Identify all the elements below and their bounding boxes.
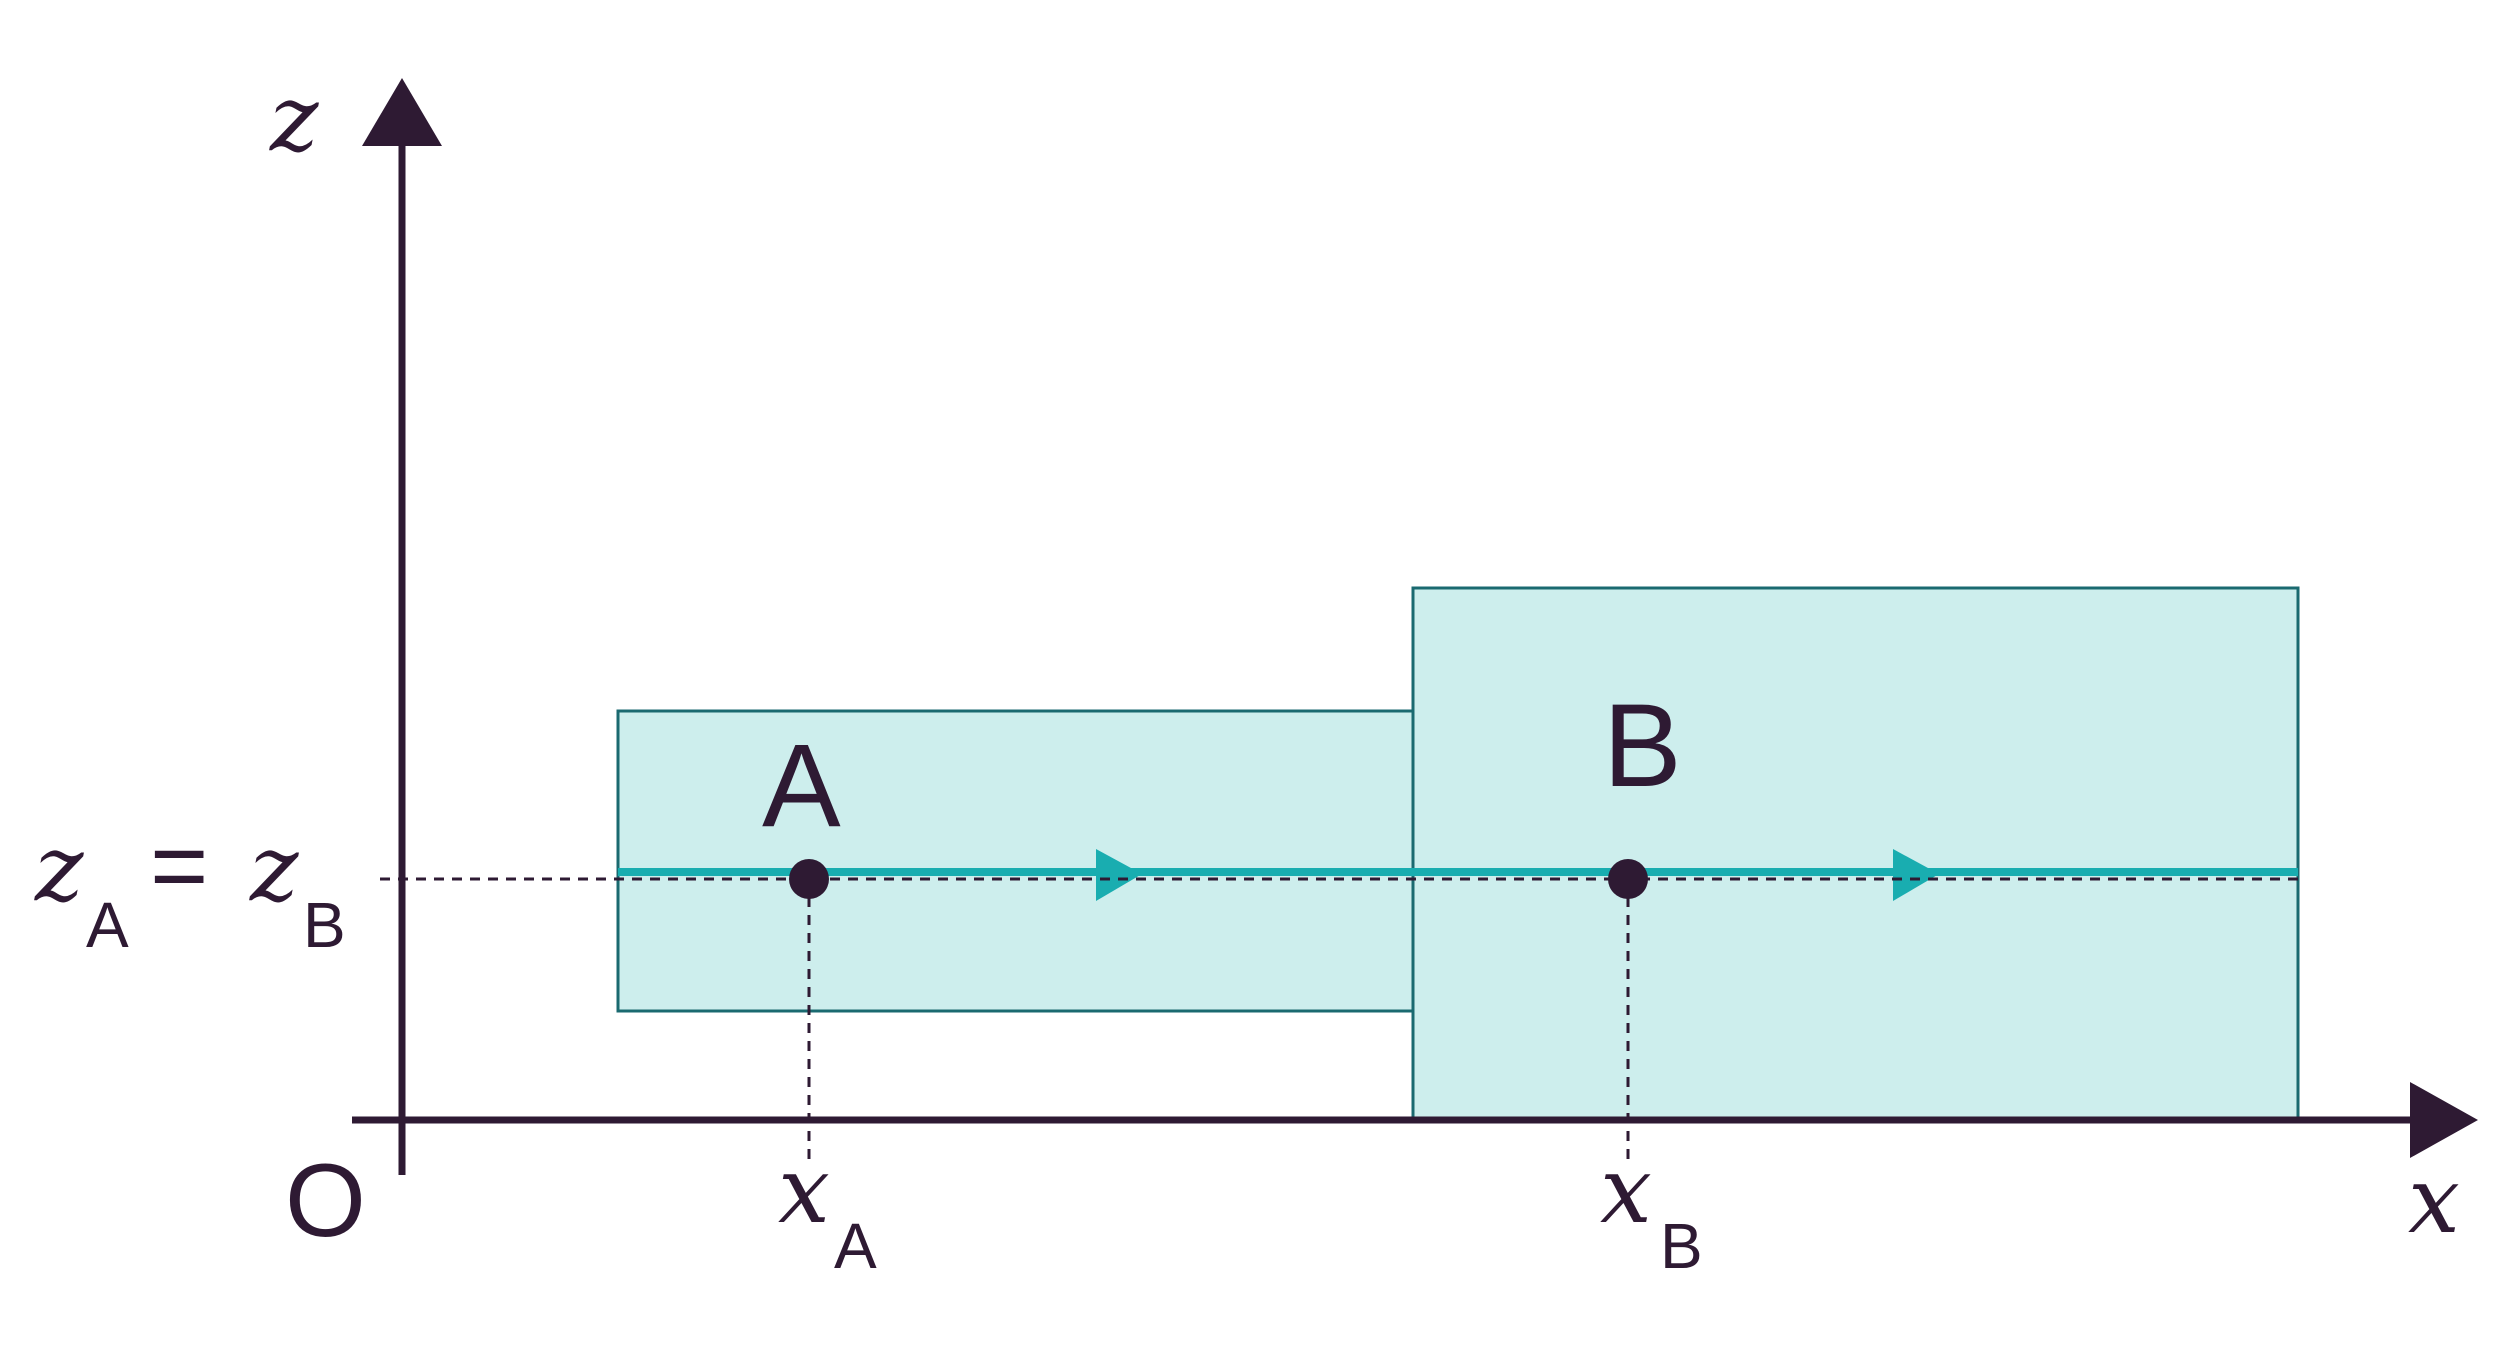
xb-var: x: [1600, 1137, 1652, 1244]
point-b-label: B: [1603, 680, 1682, 812]
xa-label: x A: [778, 1137, 877, 1282]
box-b: [1411, 586, 2300, 1122]
origin-label: O: [285, 1143, 366, 1259]
z-axis-arrow: [362, 78, 442, 146]
z-equality-lhs-sub: A: [86, 889, 129, 961]
z-equality-lhs-var: z: [34, 815, 84, 922]
z-equality-label: z A = z B: [34, 810, 346, 961]
x-axis-arrow: [2410, 1082, 2478, 1158]
xb-sub: B: [1660, 1210, 1703, 1282]
z-equality-rhs-var: z: [249, 815, 299, 922]
point-a-label: A: [762, 720, 841, 852]
point-b: [1608, 859, 1648, 899]
xa-var: x: [778, 1137, 830, 1244]
axis-z-label: z: [269, 65, 319, 172]
box-a: [616, 709, 1415, 1013]
axis-x-label: x: [2408, 1147, 2460, 1254]
xa-sub: A: [834, 1210, 877, 1282]
xb-label: x B: [1600, 1137, 1703, 1282]
point-a: [789, 859, 829, 899]
z-equality-rhs-sub: B: [303, 889, 346, 961]
flow-arrow-2: [1893, 849, 1939, 901]
flow-arrow-1: [1096, 849, 1142, 901]
z-equality-sign: =: [150, 810, 208, 922]
